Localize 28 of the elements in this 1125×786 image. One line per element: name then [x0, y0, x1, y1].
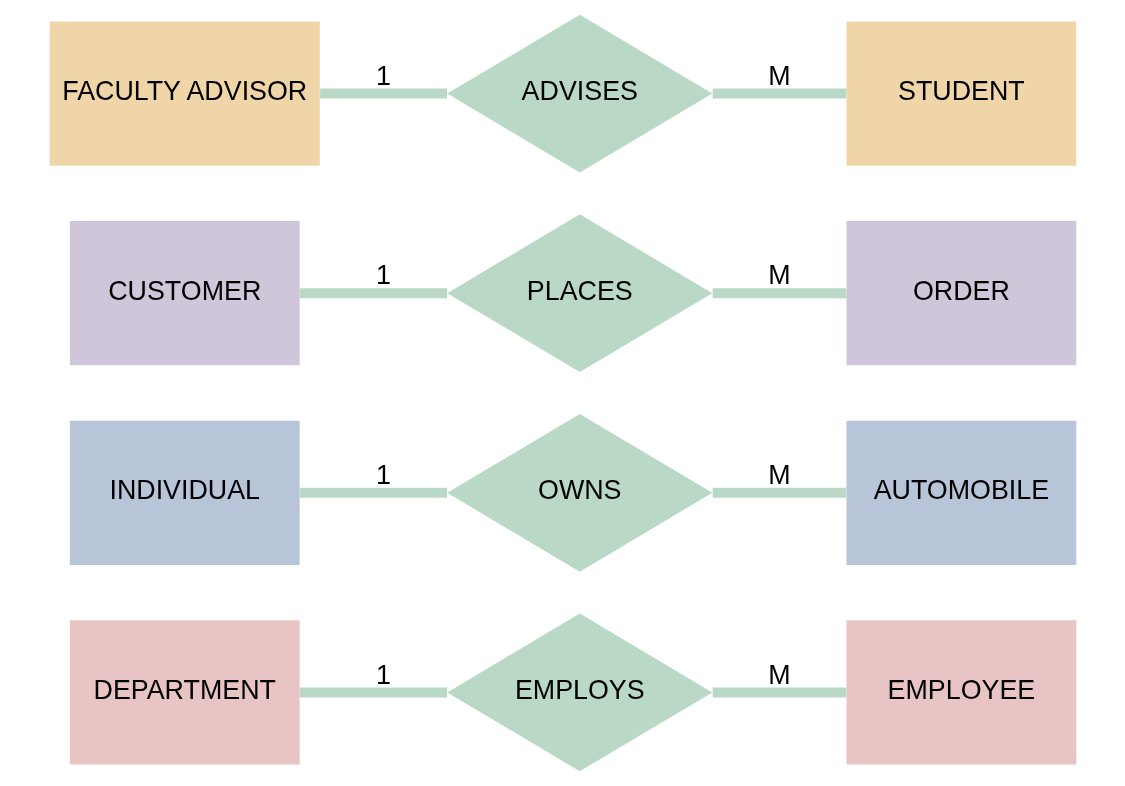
edge-label: M	[767, 60, 791, 91]
node-diamond: EMPLOYS	[446, 613, 712, 772]
node-diamond: ADVISES	[446, 14, 712, 173]
connector	[712, 88, 846, 99]
connector	[299, 288, 447, 299]
edge-label: M	[767, 260, 791, 291]
connector	[712, 487, 846, 498]
connector	[712, 687, 846, 698]
connector	[319, 88, 447, 99]
edge-label: 1	[375, 659, 391, 690]
connector	[712, 288, 846, 299]
node-box: ORDER	[846, 221, 1076, 366]
connector	[299, 687, 447, 698]
node-box: AUTOMOBILE	[846, 420, 1076, 565]
node-box: CUSTOMER	[69, 221, 300, 366]
edge-label: M	[767, 460, 791, 491]
node-diamond: OWNS	[446, 413, 712, 572]
node-box: INDIVIDUAL	[69, 420, 300, 565]
node-diamond: PLACES	[446, 214, 712, 373]
node-box: DEPARTMENT	[69, 620, 300, 765]
edge-label: 1	[375, 460, 391, 491]
edge-label: M	[767, 659, 791, 690]
node-box: FACULTY ADVISOR	[49, 21, 320, 166]
edge-label: 1	[375, 260, 391, 291]
node-box: EMPLOYEE	[846, 620, 1076, 765]
node-box: STUDENT	[846, 21, 1076, 166]
connector	[299, 487, 447, 498]
edge-label: 1	[375, 60, 391, 91]
